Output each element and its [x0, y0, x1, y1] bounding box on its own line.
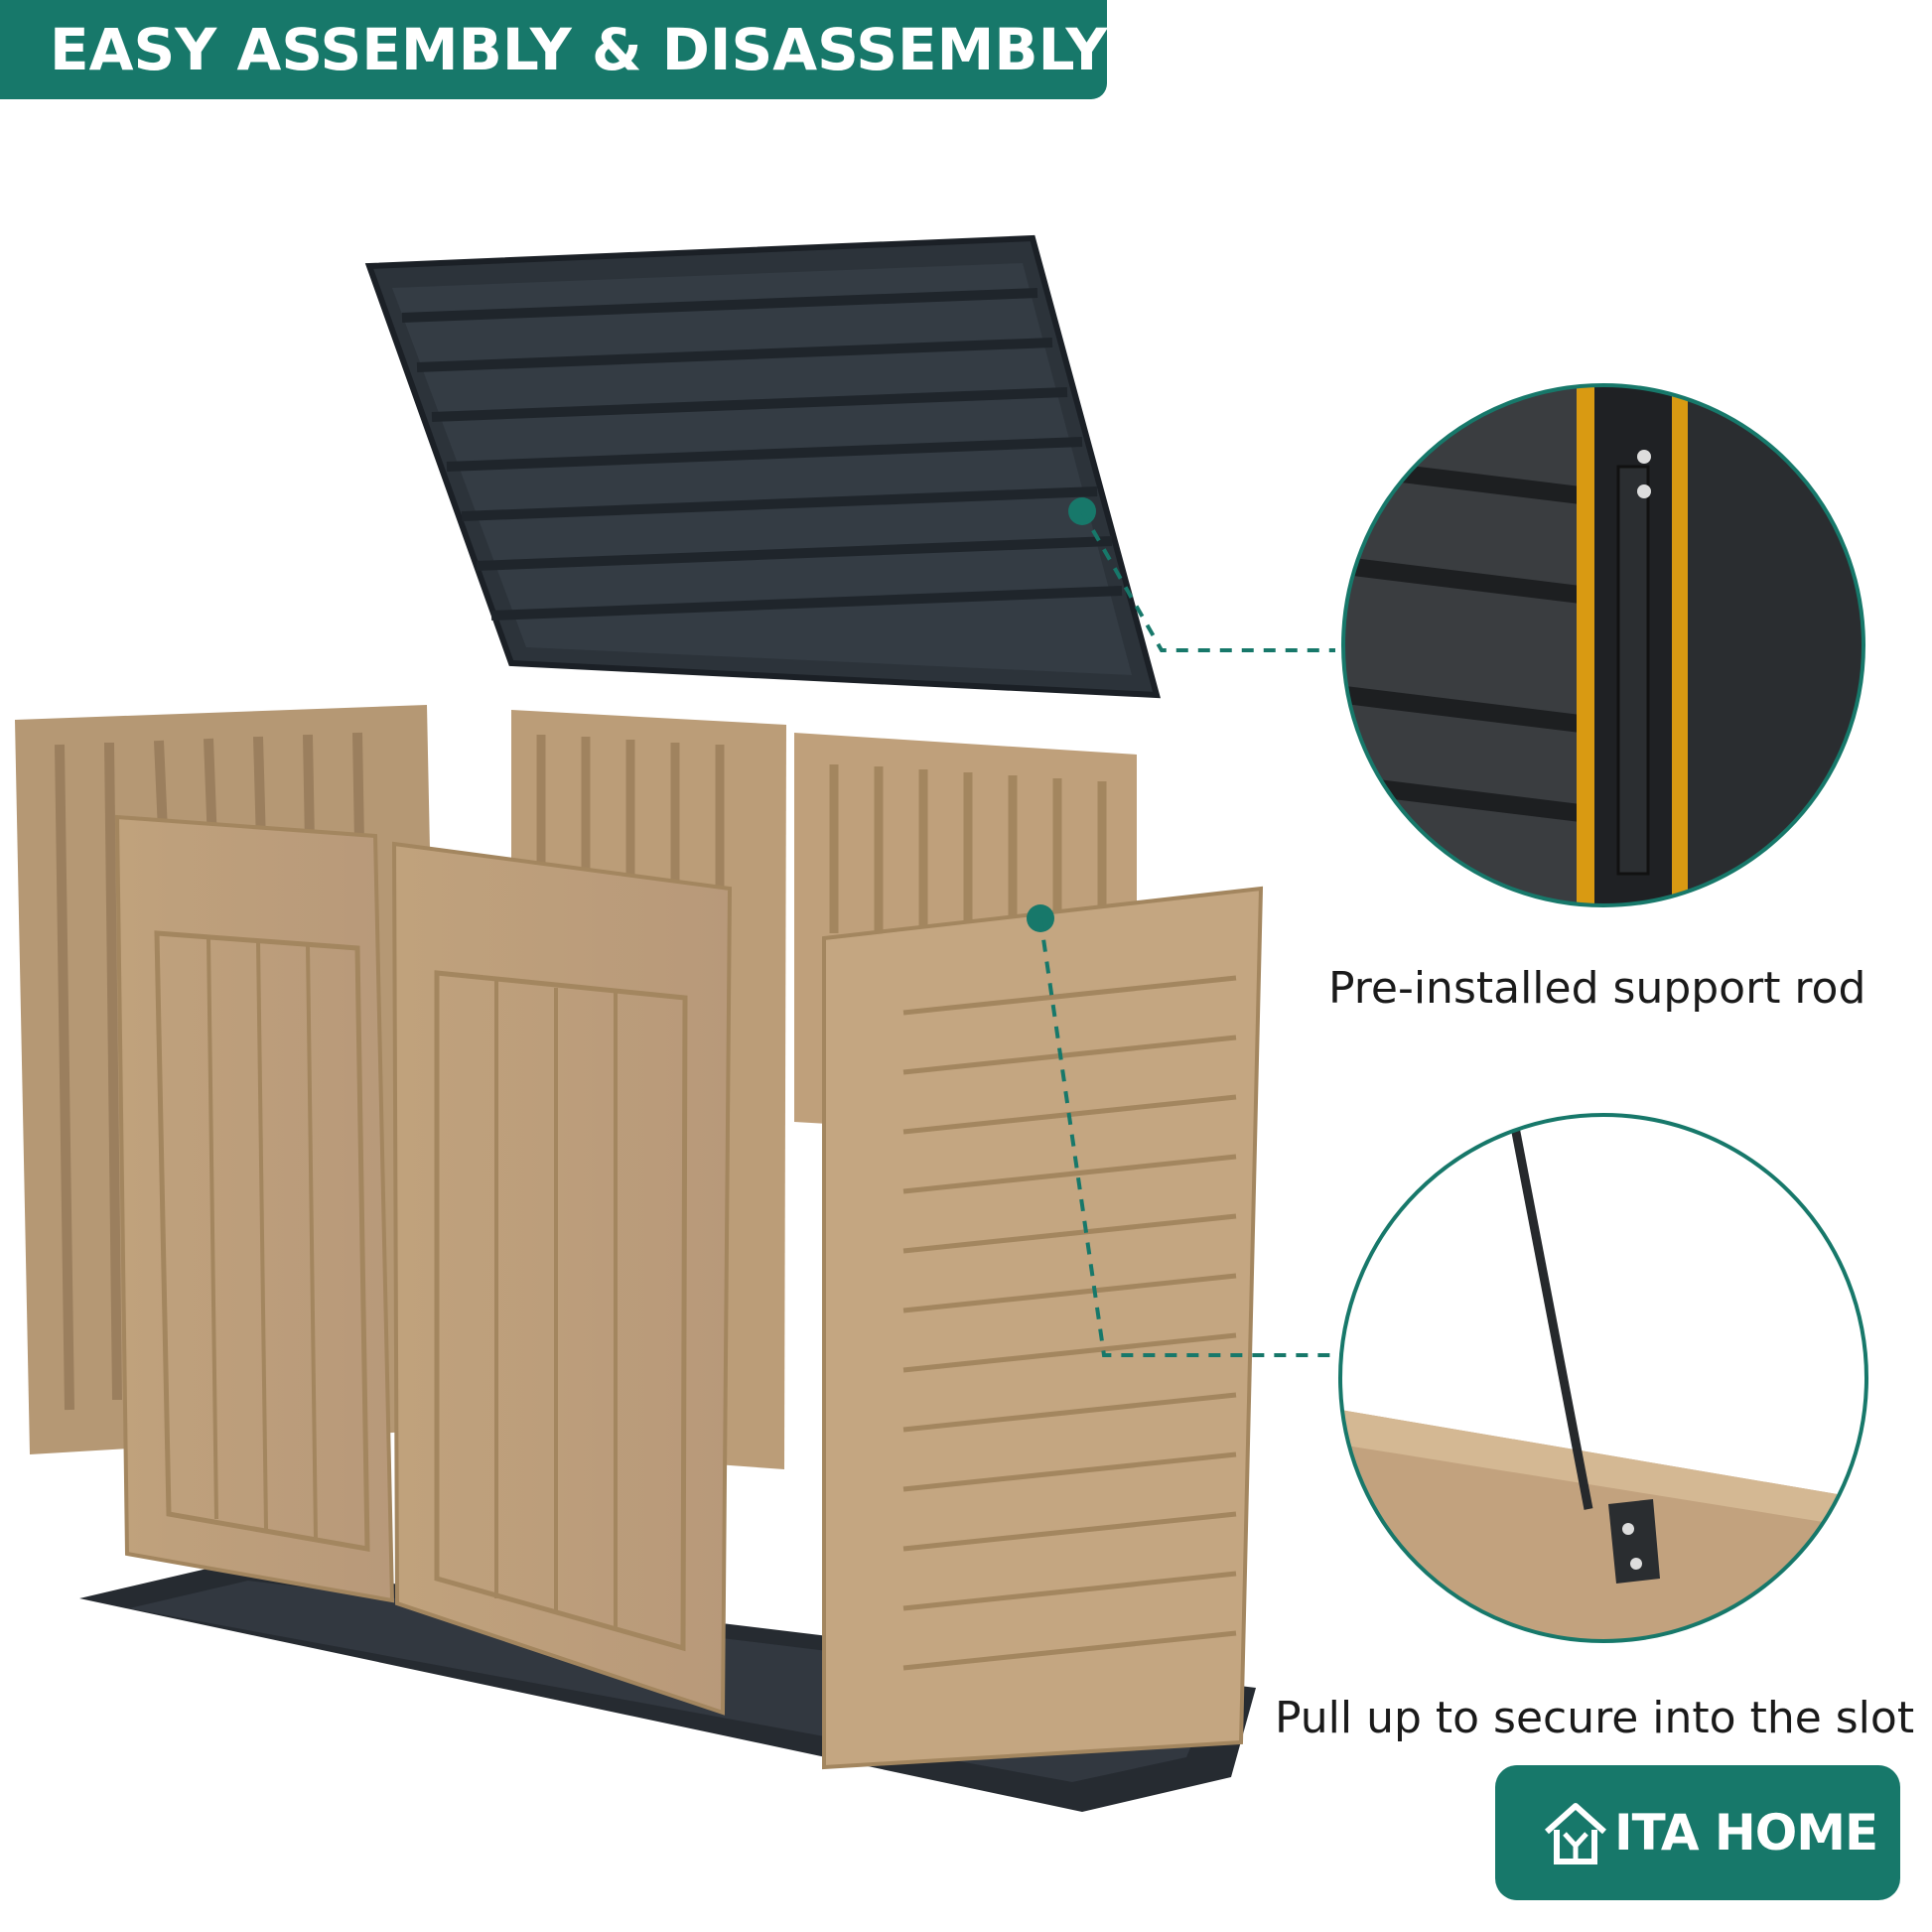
brand-name: ITA HOME	[1614, 1804, 1878, 1862]
lid-panel	[364, 234, 1161, 699]
left-door-panel	[114, 814, 395, 1603]
title-banner: EASY ASSEMBLY & DISASSEMBLY	[0, 0, 1108, 99]
brand-logo: ITA HOME	[1495, 1765, 1900, 1900]
slot-zoom	[1338, 1113, 1868, 1643]
right-side-panel	[822, 886, 1264, 1770]
slot-caption: Pull up to secure into the slot	[1275, 1693, 1915, 1743]
support-rod-zoom	[1341, 383, 1865, 907]
support-rod-caption: Pre-installed support rod	[1328, 963, 1866, 1014]
center-door-panel	[391, 841, 733, 1716]
banner-title: EASY ASSEMBLY & DISASSEMBLY	[50, 16, 1108, 83]
callout-leader-lines	[1027, 497, 1340, 1357]
house-y-logo-icon	[1544, 1803, 1607, 1864]
